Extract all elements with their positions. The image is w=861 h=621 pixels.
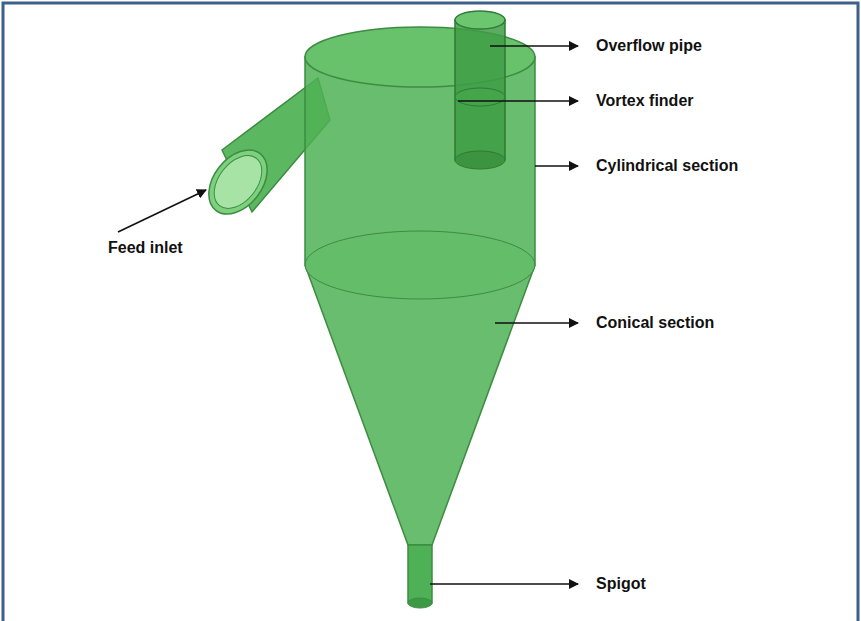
leader-arrows xyxy=(118,46,578,584)
spigot-tube xyxy=(408,545,432,608)
part-label: Overflow pipe xyxy=(596,36,702,56)
part-label: Feed inlet xyxy=(108,238,183,258)
part-label: Spigot xyxy=(596,574,646,594)
part-label: Cylindrical section xyxy=(596,156,738,176)
frame-border xyxy=(3,3,858,621)
part-label: Vortex finder xyxy=(596,91,694,111)
part-label: Conical section xyxy=(596,313,714,333)
overflow-pipe-tube xyxy=(455,11,505,169)
